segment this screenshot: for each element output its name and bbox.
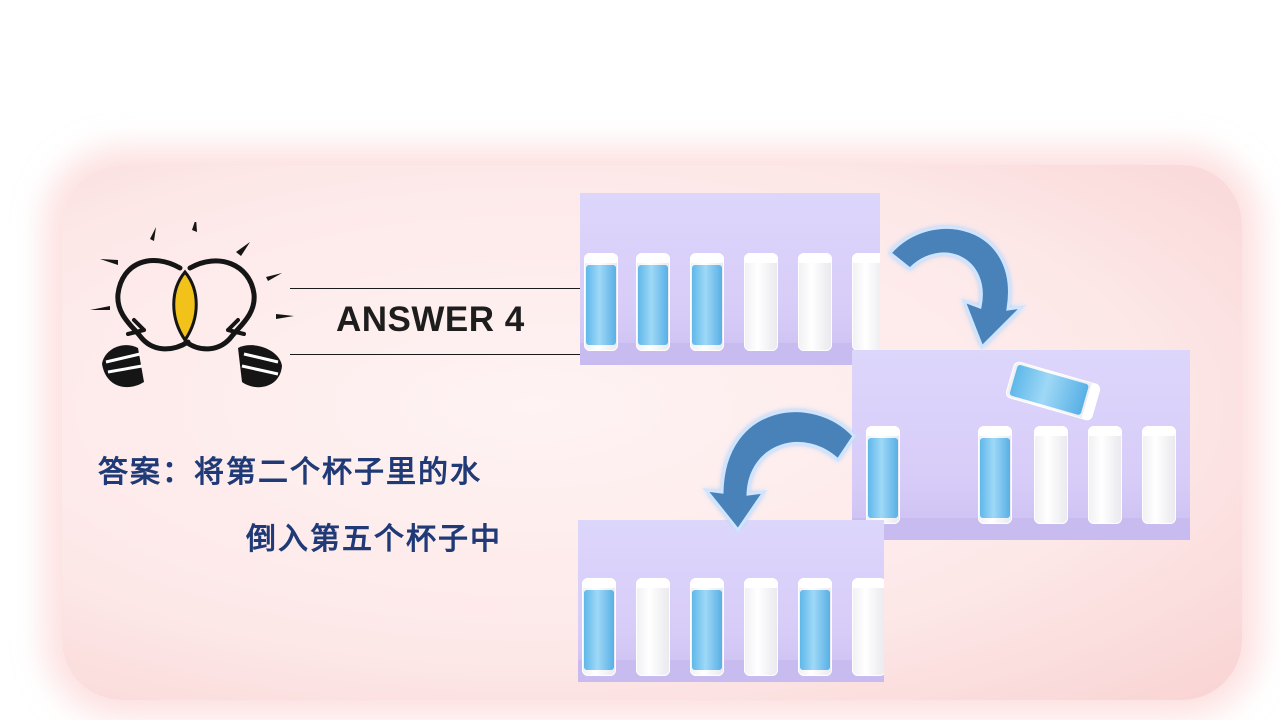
cup-6: [1142, 426, 1176, 524]
cup-1: [584, 253, 618, 351]
cup-6: [852, 253, 880, 351]
cup-5: [1088, 426, 1122, 524]
cup-6: [852, 578, 884, 676]
cup-4: [744, 578, 778, 676]
cup-1: [582, 578, 616, 676]
curved-arrow-icon: [887, 225, 1027, 350]
cup-5: [798, 253, 832, 351]
cup-3: [978, 426, 1012, 524]
answer-line-1: 答案：将第二个杯子里的水: [98, 455, 482, 490]
cup-3: [690, 253, 724, 351]
cups-panel-initial: [580, 193, 880, 365]
cup-2-pouring: [1004, 360, 1102, 422]
answer-title: ANSWER 4: [336, 300, 525, 339]
divider-top: [290, 288, 590, 289]
cups-panel-result: [578, 520, 884, 682]
divider-bottom: [290, 354, 590, 355]
shelf: [578, 660, 884, 682]
cup-4: [744, 253, 778, 351]
cup-3: [690, 578, 724, 676]
cup-2: [636, 253, 670, 351]
cup-5: [798, 578, 832, 676]
cups-panel-pouring: [852, 350, 1190, 540]
lightbulb-icon: [90, 222, 294, 388]
curved-arrow-icon: [702, 409, 856, 533]
shelf: [852, 518, 1190, 540]
cup-4: [1034, 426, 1068, 524]
shelf: [580, 343, 880, 365]
cup-2: [636, 578, 670, 676]
cup-1: [866, 426, 900, 524]
answer-line-2: 倒入第五个杯子中: [246, 522, 502, 557]
